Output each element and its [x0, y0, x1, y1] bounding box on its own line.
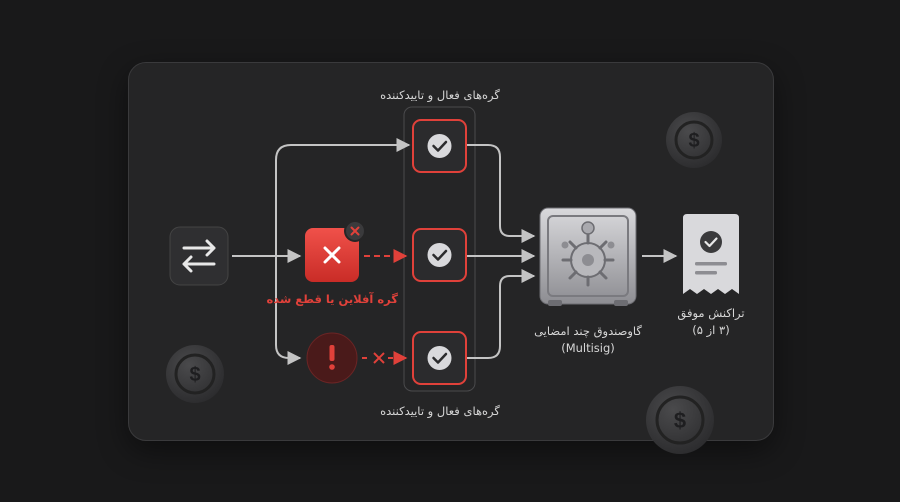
- label-transaction-subtitle: (۳ از ۵): [692, 323, 730, 337]
- label-active-nodes-top: گره‌های فعال و تاییدکننده: [380, 88, 500, 102]
- transaction-source-node: [169, 226, 229, 286]
- safe-vault-icon: [539, 207, 637, 306]
- vault-connectors: [467, 144, 678, 359]
- verifier-node: [412, 331, 467, 385]
- receipt-check-icon: [683, 214, 739, 294]
- exclamation-icon: [329, 345, 335, 361]
- label-transaction-title: تراکنش موفق: [677, 306, 745, 320]
- warning-node: [306, 332, 358, 384]
- label-vault-title: گاوصندوق چند امضایی: [534, 324, 642, 338]
- x-icon: [323, 246, 341, 264]
- blocked-dashed-link: [362, 353, 406, 363]
- dollar-coin-icon: $: [646, 386, 714, 454]
- offline-node: [305, 220, 366, 282]
- check-circle-icon: [432, 249, 448, 261]
- swap-arrows-icon: [182, 239, 216, 273]
- svg-text:$: $: [189, 364, 200, 386]
- verifier-node: [412, 228, 467, 282]
- svg-text:$: $: [688, 130, 699, 152]
- label-active-nodes-bottom: گره‌های فعال و تاییدکننده: [380, 404, 500, 418]
- dollar-coin-icon: $: [666, 112, 722, 168]
- label-offline-node: گره آفلاین یا قطع شده: [266, 292, 398, 306]
- check-circle-icon: [432, 140, 448, 152]
- svg-text:$: $: [674, 408, 686, 433]
- check-circle-icon: [432, 352, 448, 364]
- verifier-node: [412, 119, 467, 173]
- label-vault-subtitle: (Multisig): [561, 341, 615, 355]
- source-connectors: [232, 138, 411, 365]
- dollar-coin-icon: $: [166, 345, 224, 403]
